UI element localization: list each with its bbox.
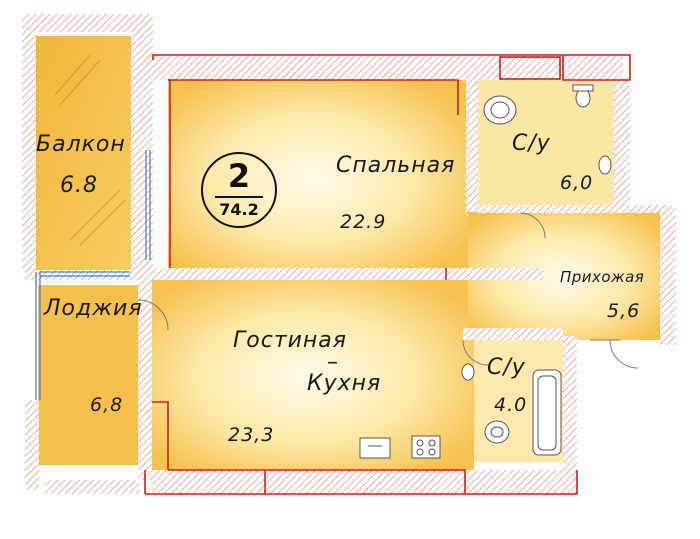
sink-icon-2 bbox=[484, 420, 510, 444]
toilet-icon-2 bbox=[598, 155, 612, 175]
bath-bottom-area: 4.0 bbox=[494, 394, 528, 416]
balcony-floor bbox=[36, 36, 131, 270]
total-area: 74.2 bbox=[219, 200, 259, 219]
balcony-area: 6.8 bbox=[60, 173, 98, 198]
balcony-glass bbox=[54, 54, 126, 246]
toilet-icon bbox=[572, 84, 594, 108]
stove-icon bbox=[411, 435, 441, 459]
living-label-dash: – bbox=[327, 350, 339, 375]
bathtub-icon bbox=[532, 369, 562, 456]
bath-top-label: С/у bbox=[512, 131, 551, 156]
walls bbox=[22, 14, 676, 494]
loggia-area: 6,8 bbox=[90, 394, 124, 416]
rooms-count: 2 bbox=[227, 157, 251, 195]
kitchen-sink-icon bbox=[359, 437, 391, 459]
living-label-line1: Гостиная bbox=[233, 328, 348, 353]
living-area: 23,3 bbox=[228, 424, 275, 446]
toilet-icon-3 bbox=[461, 363, 475, 381]
living-label-line2: Кухня bbox=[307, 371, 382, 396]
hallway-label: Прихожая bbox=[560, 268, 645, 286]
bath-top-area: 6,0 bbox=[560, 172, 594, 194]
area-badge: 2 74.2 bbox=[201, 152, 277, 228]
windows bbox=[35, 150, 151, 400]
sink-icon bbox=[483, 95, 517, 125]
loggia-floor bbox=[38, 285, 138, 465]
wall-outline bbox=[144, 54, 631, 495]
fixtures bbox=[359, 84, 612, 459]
bedroom-area: 22.9 bbox=[340, 211, 387, 233]
bedroom-label: Спальная bbox=[336, 153, 456, 178]
bath-bottom-label: С/у bbox=[487, 355, 526, 380]
doors bbox=[137, 212, 639, 369]
balcony-label: Балкон bbox=[36, 132, 126, 157]
hallway-area: 5,6 bbox=[607, 300, 641, 322]
loggia-label: Лоджия bbox=[44, 296, 143, 321]
badge-divider bbox=[215, 196, 263, 198]
